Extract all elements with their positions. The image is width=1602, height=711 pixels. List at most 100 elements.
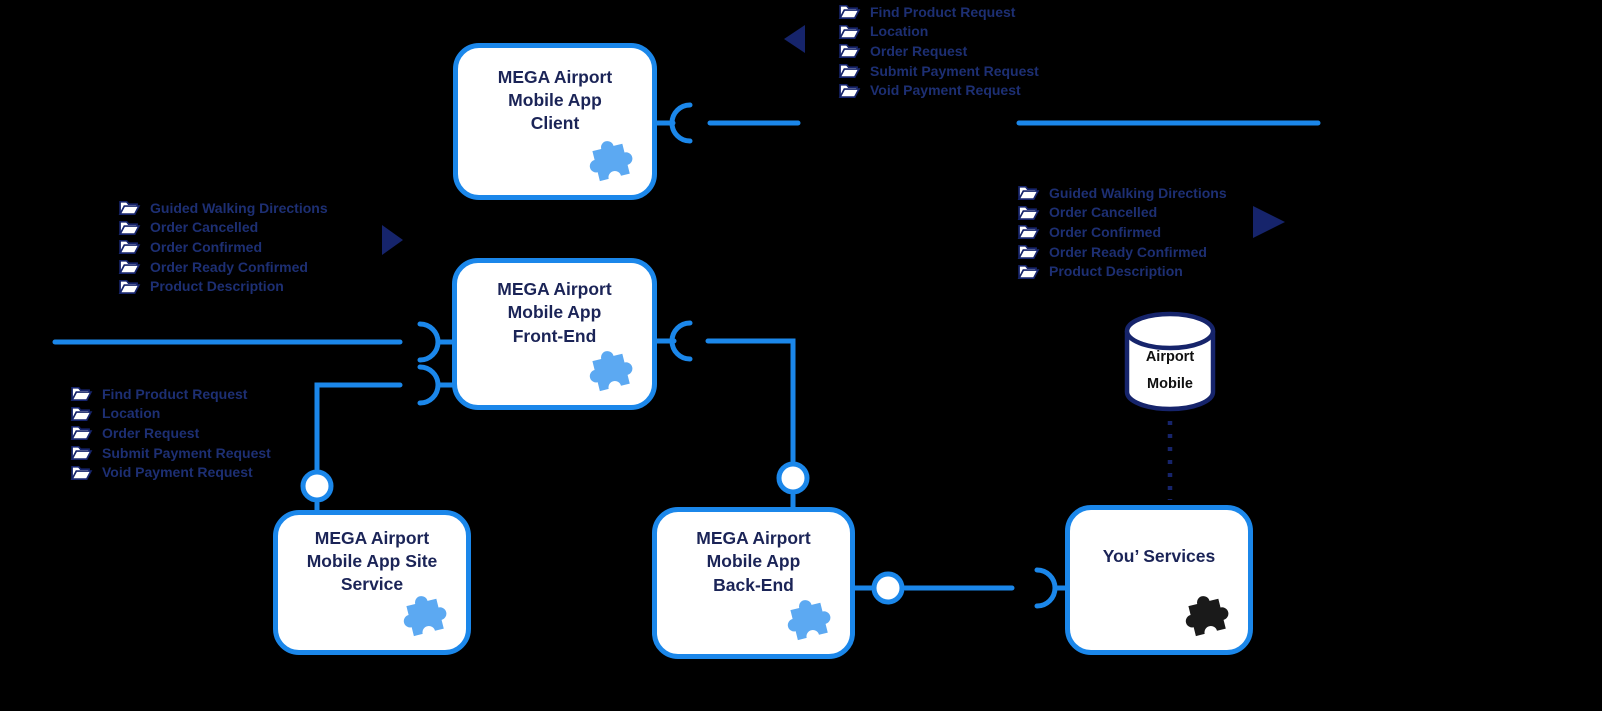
folder-icon (118, 279, 141, 294)
list-item[interactable]: Order Confirmed (1017, 222, 1227, 242)
list-item-label: Guided Walking Directions (150, 199, 328, 216)
message-list-site-requests: Find Product Request Location Order Requ… (70, 384, 271, 482)
list-item[interactable]: Product Description (118, 276, 328, 296)
list-item-label: Submit Payment Request (870, 62, 1039, 79)
connector-frontend-left-top[interactable] (52, 321, 457, 363)
socket-icon[interactable] (669, 102, 693, 144)
list-item[interactable]: Guided Walking Directions (118, 198, 328, 218)
puzzle-piece-icon (589, 141, 633, 182)
node-mobile-app-back-end[interactable]: MEGA Airport Mobile App Back-End (652, 507, 855, 659)
folder-icon (118, 260, 141, 275)
folder-icon (838, 5, 861, 20)
list-item-label: Guided Walking Directions (1049, 184, 1227, 201)
list-item[interactable]: Void Payment Request (838, 80, 1039, 100)
folder-icon (1017, 245, 1040, 260)
folder-icon (70, 387, 93, 402)
list-item[interactable]: Guided Walking Directions (1017, 183, 1227, 203)
ball-interface-icon[interactable] (300, 469, 334, 503)
list-item[interactable]: Find Product Request (838, 2, 1039, 22)
puzzle-piece-icon (403, 596, 447, 637)
node-mobile-app-client[interactable]: MEGA Airport Mobile App Client (453, 43, 657, 200)
connector-frontend-to-backend[interactable] (654, 320, 810, 512)
connector-line[interactable] (314, 382, 403, 472)
ball-interface-icon[interactable] (776, 461, 810, 495)
database-label: Airport Mobile (1127, 344, 1213, 398)
list-item-label: Order Ready Confirmed (150, 258, 308, 275)
message-list-frontend-events-right: Guided Walking Directions Order Cancelle… (1017, 183, 1227, 281)
folder-icon (838, 83, 861, 98)
list-item[interactable]: Order Request (838, 41, 1039, 61)
list-item[interactable]: Order Cancelled (1017, 203, 1227, 223)
node-title: MEGA Airport Mobile App Client (497, 66, 613, 134)
list-item[interactable]: Order Confirmed (118, 237, 328, 257)
message-list-frontend-events-left: Guided Walking Directions Order Cancelle… (118, 198, 328, 296)
list-item-label: Order Request (102, 424, 200, 441)
folder-icon (70, 426, 93, 441)
flow-arrow-left-icon (784, 25, 805, 53)
connector-frontend-to-siteservice[interactable] (300, 364, 457, 515)
folder-icon (1017, 225, 1040, 240)
database-cylinder-icon[interactable] (1124, 311, 1216, 412)
list-item-label: Order Confirmed (150, 238, 263, 255)
list-item[interactable]: Order Ready Confirmed (1017, 242, 1227, 262)
folder-icon (838, 64, 861, 79)
flow-arrow-right-icon (1253, 206, 1285, 238)
list-item-label: Product Description (150, 278, 284, 295)
list-item-label: Order Confirmed (1049, 223, 1162, 240)
puzzle-piece-icon (1185, 596, 1229, 637)
list-item[interactable]: Submit Payment Request (838, 61, 1039, 81)
node-mobile-app-site-service[interactable]: MEGA Airport Mobile App Site Service (273, 510, 471, 655)
puzzle-piece-icon (787, 600, 831, 641)
node-title: MEGA Airport Mobile App Back-End (696, 528, 811, 595)
folder-icon (838, 44, 861, 59)
database-label-line2: Mobile (1147, 375, 1193, 392)
socket-icon[interactable] (669, 320, 693, 362)
list-item-label: Find Product Request (870, 3, 1016, 20)
list-item[interactable]: Void Payment Request (70, 462, 271, 482)
list-item-label: Order Cancelled (150, 219, 259, 236)
list-item[interactable]: Submit Payment Request (70, 443, 271, 463)
socket-icon[interactable] (1034, 567, 1058, 609)
node-your-services[interactable]: You’ Services (1065, 505, 1253, 655)
folder-icon (118, 220, 141, 235)
folder-icon (1017, 186, 1040, 201)
node-title: MEGA Airport Mobile App Site Service (306, 527, 438, 595)
list-item-label: Order Cancelled (1049, 204, 1158, 221)
node-title: MEGA Airport Mobile App Front-End (497, 279, 612, 346)
list-item[interactable]: Order Request (70, 423, 271, 443)
list-item-label: Submit Payment Request (102, 444, 271, 461)
list-item-label: Product Description (1049, 263, 1183, 280)
folder-icon (70, 406, 93, 421)
folder-icon (70, 446, 93, 461)
connector-backend-to-yourservices[interactable] (852, 567, 1070, 609)
flow-arrow-right-icon (382, 225, 403, 255)
node-mobile-app-front-end[interactable]: MEGA Airport Mobile App Front-End (452, 258, 657, 410)
list-item-label: Void Payment Request (102, 464, 253, 481)
list-item-label: Find Product Request (102, 385, 248, 402)
socket-icon[interactable] (417, 364, 441, 406)
folder-icon (838, 24, 861, 39)
message-list-client-requests: Find Product Request Location Order Requ… (838, 2, 1039, 100)
socket-icon[interactable] (417, 321, 441, 363)
list-item[interactable]: Product Description (1017, 261, 1227, 281)
folder-icon (1017, 264, 1040, 279)
folder-icon (118, 201, 141, 216)
connector-line[interactable] (705, 338, 796, 464)
connector-client-required[interactable] (654, 102, 1321, 144)
list-item[interactable]: Order Cancelled (118, 218, 328, 238)
list-item-label: Location (102, 405, 161, 422)
list-item[interactable]: Find Product Request (70, 384, 271, 404)
folder-icon (70, 465, 93, 480)
puzzle-piece-icon (589, 351, 633, 392)
list-item-label: Order Ready Confirmed (1049, 243, 1207, 260)
node-title: You’ Services (1102, 546, 1216, 567)
list-item[interactable]: Order Ready Confirmed (118, 257, 328, 277)
folder-icon (118, 240, 141, 255)
database-label-line1: Airport (1145, 349, 1195, 365)
list-item-label: Order Request (870, 42, 968, 59)
list-item[interactable]: Location (838, 22, 1039, 42)
list-item[interactable]: Location (70, 404, 271, 424)
ball-interface-icon[interactable] (871, 571, 905, 605)
